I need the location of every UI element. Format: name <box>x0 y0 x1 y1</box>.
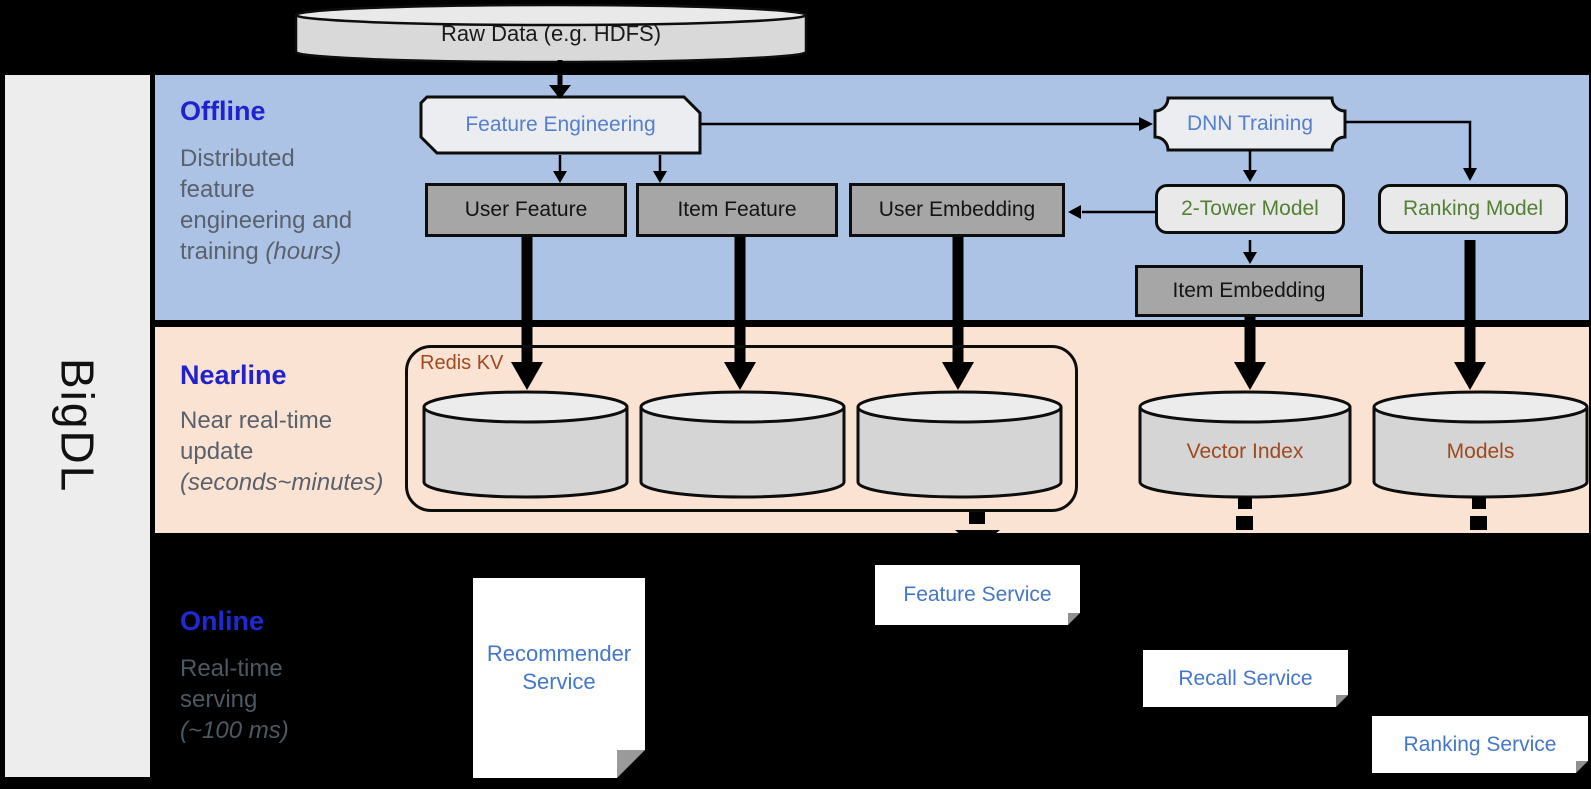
item-embedding-label: Item Embedding <box>1172 279 1326 302</box>
user-embedding-label: User Embedding <box>878 198 1036 221</box>
offline-sub-line4: training <box>180 238 266 265</box>
nearline-section-labels: Nearline Near real-time update (seconds~… <box>180 360 420 498</box>
raw-data-label-wrap: Raw Data (e.g. HDFS) <box>296 18 806 50</box>
offline-subtitle: Distributed feature engineering and trai… <box>180 143 410 267</box>
user-feature-label: User Feature <box>464 198 588 221</box>
ranking-model-node: Ranking Model <box>1378 184 1568 234</box>
models-label-wrap: Models <box>1374 437 1587 467</box>
recall-service-label: Recall Service <box>1178 666 1313 690</box>
recommender-service-text: Recommender Service <box>473 640 645 696</box>
recommender-service-node: Recommender Service <box>473 578 645 778</box>
redis-kv-label: Redis KV <box>420 352 504 374</box>
vector-index-label: Vector Index <box>1186 440 1304 463</box>
recommender-service-line2: Service <box>522 669 596 694</box>
nearline-sub-line1: Near real-time <box>180 407 333 434</box>
offline-sub-line1: Distributed <box>180 145 295 172</box>
user-embedding-node: User Embedding <box>849 183 1065 237</box>
online-sub-line1: Real-time <box>180 655 283 682</box>
online-sub-line3: (~100 ms) <box>180 717 289 744</box>
online-subtitle: Real-time serving (~100 ms) <box>180 653 410 746</box>
bigdl-text: BigDL <box>51 358 104 494</box>
feature-service-label: Feature Service <box>903 583 1052 606</box>
feature-engineering-node: Feature Engineering <box>421 97 700 153</box>
ranking-service-label: Ranking Service <box>1403 732 1557 756</box>
item-embedding-node: Item Embedding <box>1135 265 1363 317</box>
vector-index-label-wrap: Vector Index <box>1140 437 1350 467</box>
online-section-labels: Online Real-time serving (~100 ms) <box>180 606 410 746</box>
redis-kv-container <box>405 345 1078 512</box>
feature-engineering-label: Feature Engineering <box>465 113 656 136</box>
dnn-training-node: DNN Training <box>1155 98 1345 150</box>
online-sub-line2: serving <box>180 686 258 713</box>
recall-service-node: Recall Service <box>1143 650 1348 707</box>
bigdl-sidebar <box>5 75 150 777</box>
raw-data-label: Raw Data (e.g. HDFS) <box>440 21 662 46</box>
nearline-sub-line3: (seconds~minutes) <box>180 469 384 496</box>
nearline-subtitle: Near real-time update (seconds~minutes) <box>180 405 420 498</box>
page-fold-icon <box>1576 761 1588 773</box>
page-fold-icon <box>1068 613 1080 625</box>
nearline-title: Nearline <box>180 360 287 390</box>
offline-sub-line2: feature <box>180 176 255 203</box>
bigdl-label: BigDL <box>5 75 150 777</box>
offline-section-labels: Offline Distributed feature engineering … <box>180 96 410 267</box>
ranking-model-label: Ranking Model <box>1402 197 1544 220</box>
item-feature-node: Item Feature <box>636 183 838 237</box>
models-label: Models <box>1446 440 1515 463</box>
offline-title: Offline <box>180 96 266 126</box>
item-feature-label: Item Feature <box>677 198 797 221</box>
ranking-service-node: Ranking Service <box>1372 716 1588 773</box>
online-title: Online <box>180 606 265 636</box>
offline-sub-line4-italic: (hours) <box>265 238 342 265</box>
two-tower-model-node: 2-Tower Model <box>1155 184 1345 234</box>
user-feature-node: User Feature <box>425 183 627 237</box>
offline-sub-line3: engineering and <box>180 207 353 234</box>
redis-kv-label-wrap: Redis KV <box>420 352 503 375</box>
two-tower-model-label: 2-Tower Model <box>1181 197 1319 220</box>
recommender-service-line1: Recommender <box>486 641 632 666</box>
dnn-training-label: DNN Training <box>1186 112 1314 135</box>
nearline-sub-line2: update <box>180 438 254 465</box>
page-fold-icon <box>1336 695 1348 707</box>
feature-service-node: Feature Service <box>875 565 1080 625</box>
page-fold-icon <box>617 750 645 778</box>
